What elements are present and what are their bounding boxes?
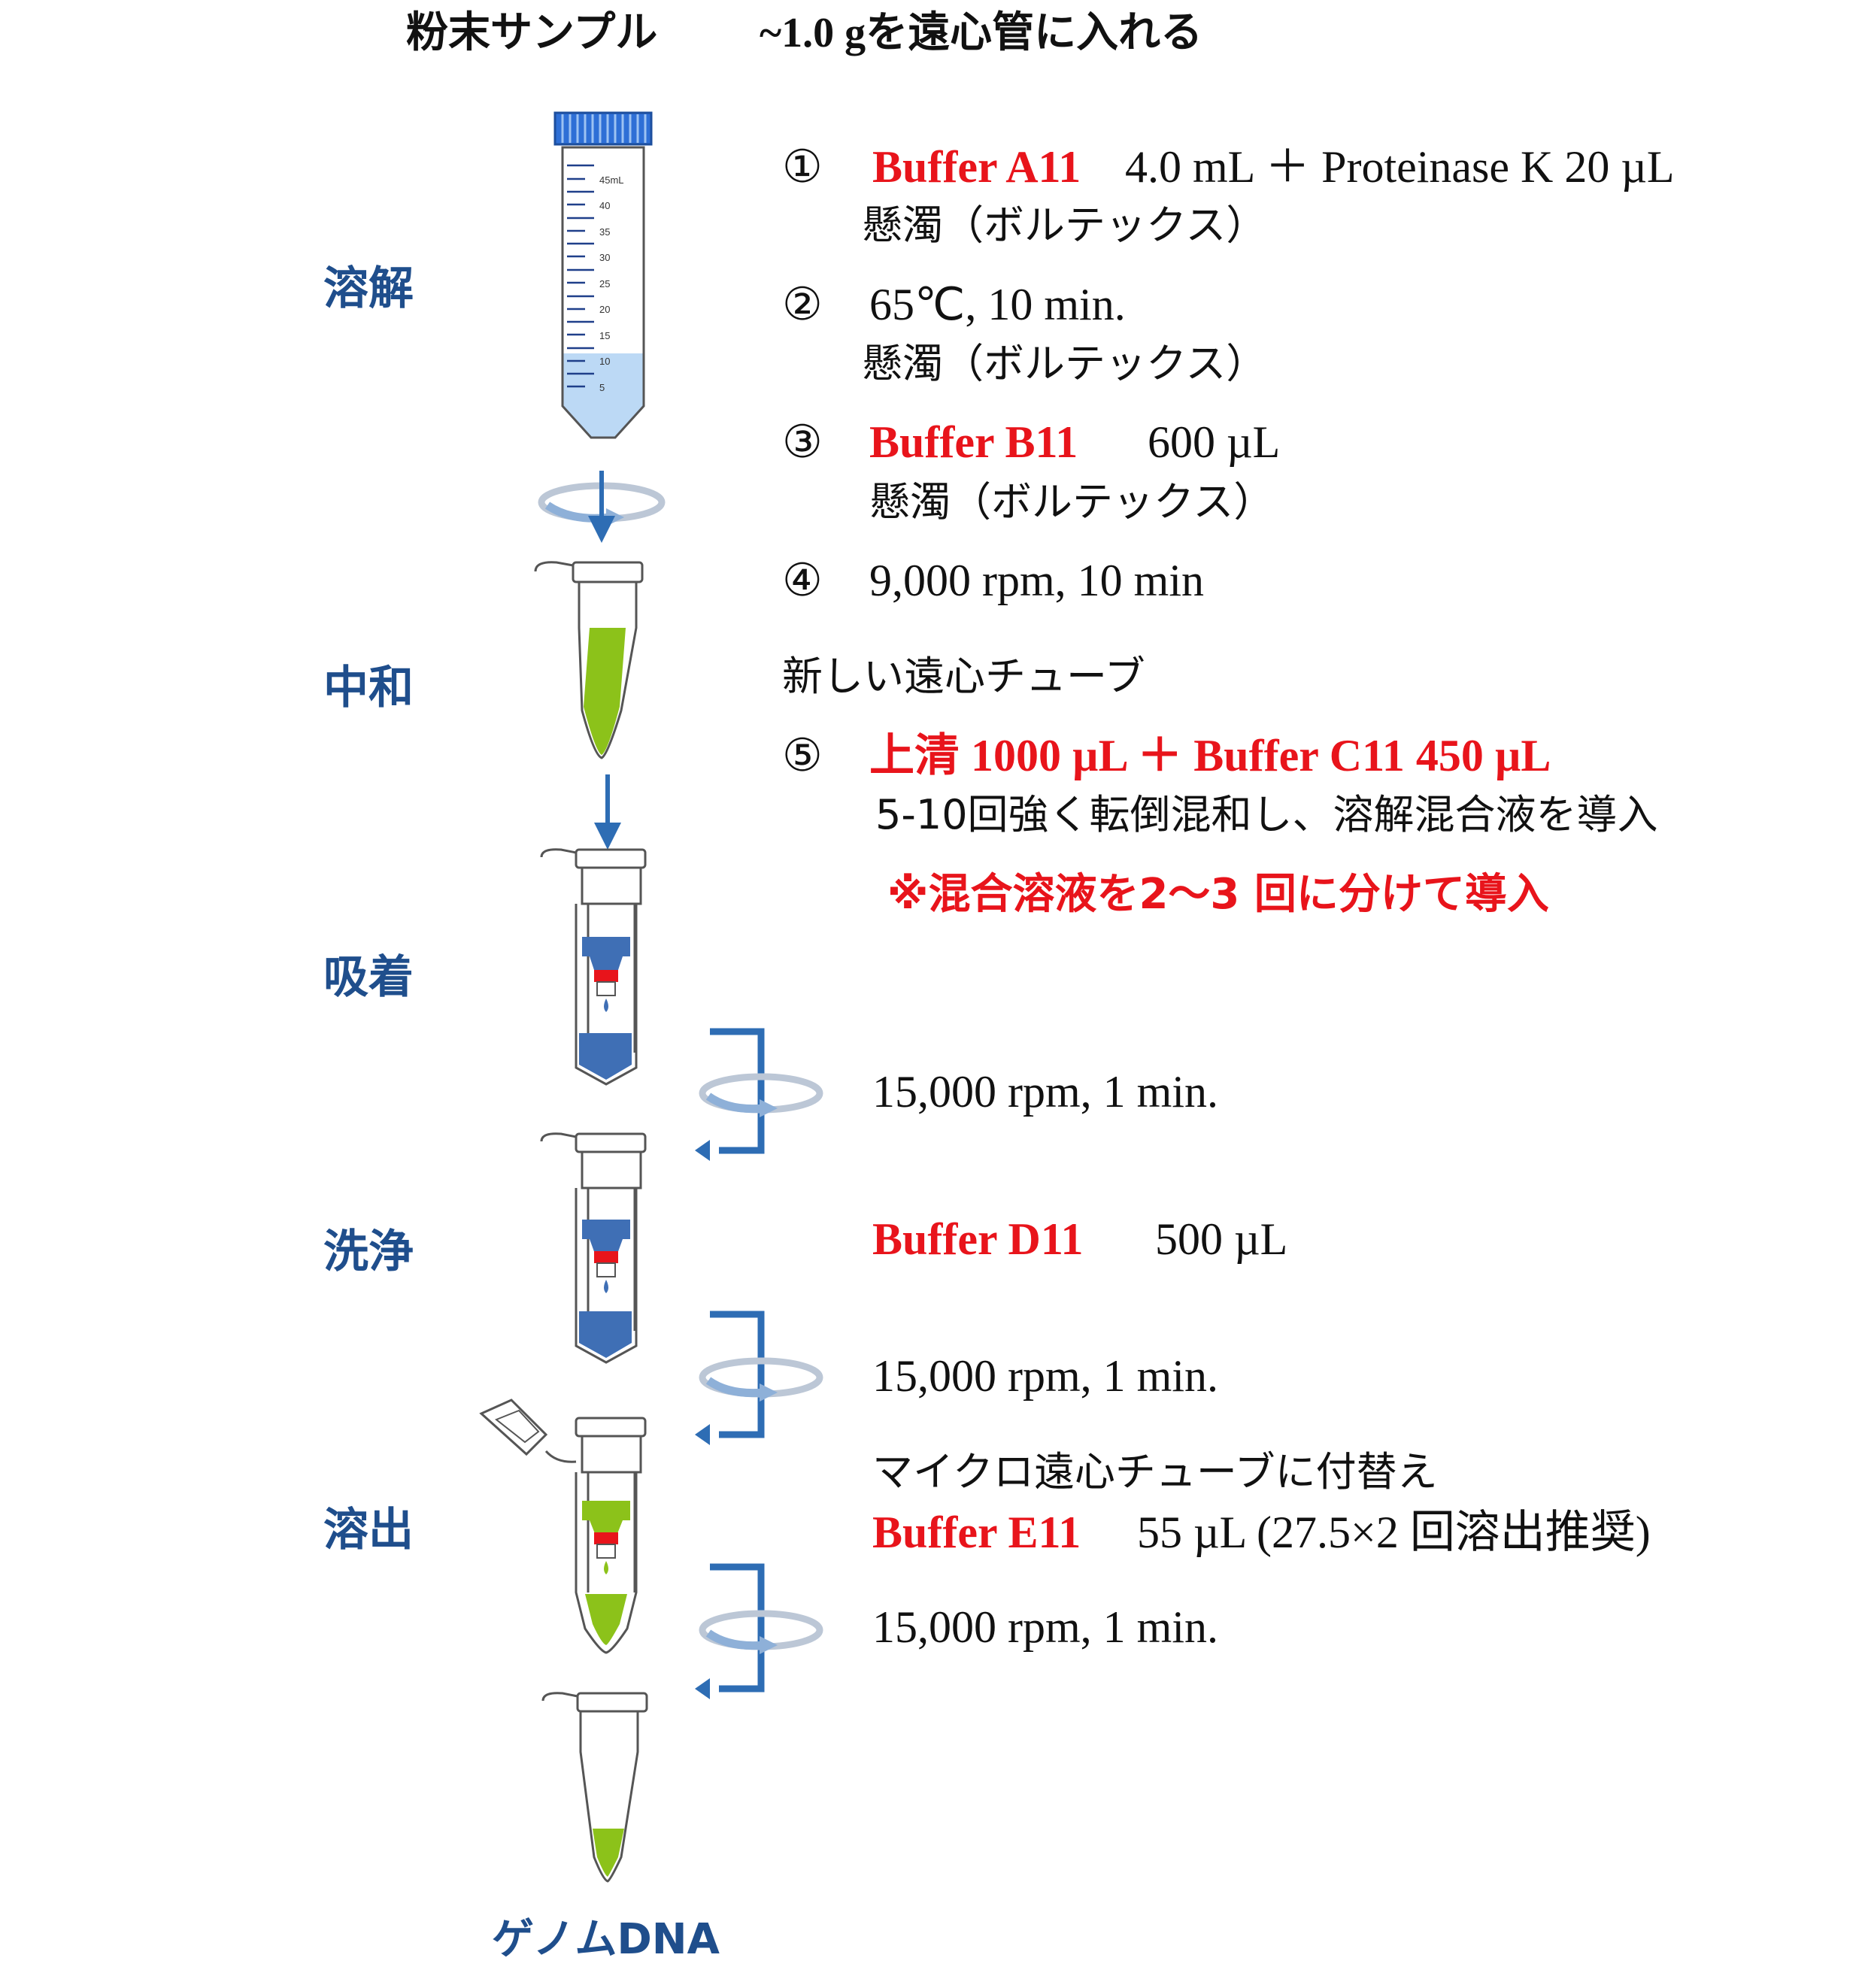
step5-note: ※混合溶液を2〜3 回に分けて導入 — [887, 870, 1549, 919]
stage-elute: 溶出 — [323, 1504, 414, 1556]
spin2-text: 15,000 rpm, 1 min. — [872, 1351, 1218, 1401]
centrifuge-bracket-arrow-icon — [695, 1311, 823, 1445]
elute-volume: 55 µL (27.5×2 回溶出推奨) — [1137, 1508, 1651, 1557]
centrifuge-bracket-arrow-icon — [695, 1028, 823, 1161]
step1-action: 懸濁（ボルテックス） — [862, 202, 1266, 249]
spin-column-icon — [540, 848, 647, 1086]
step1-number: ① — [782, 141, 823, 193]
scale-45: 45mL — [599, 174, 624, 186]
result-label: ゲノムDNA — [492, 1915, 720, 1964]
step4-number: ④ — [782, 554, 823, 607]
step2-number: ② — [782, 278, 823, 331]
elute-change: マイクロ遠心チューブに付替え — [872, 1448, 1438, 1496]
new-tube-note: 新しい遠心チューブ — [782, 653, 1145, 700]
stage-wash: 洗浄 — [323, 1226, 414, 1278]
step2-action: 懸濁（ボルテックス） — [862, 340, 1266, 387]
step3-number: ③ — [782, 416, 823, 468]
centrifuge-bracket-arrow-icon — [695, 1563, 823, 1699]
step2-detail: 65℃, 10 min. — [869, 280, 1126, 329]
scale-30: 30 — [599, 252, 610, 263]
conical-tube-icon: 45mL 40 35 30 25 20 15 10 5 — [553, 111, 653, 439]
scale-35: 35 — [599, 226, 610, 238]
step1-detail: 4.0 mL ＋ Proteinase K 20 µL — [1125, 142, 1675, 192]
step3-detail: 600 µL — [1148, 417, 1280, 467]
scale-40: 40 — [599, 200, 610, 211]
stage-neutralize: 中和 — [323, 662, 414, 714]
scale-10: 10 — [599, 356, 610, 367]
scale-15: 15 — [599, 330, 610, 341]
step5-detail: 上清 1000 µL ＋ Buffer C11 450 µL — [869, 731, 1551, 780]
scale-5: 5 — [599, 382, 605, 393]
scale-25: 25 — [599, 278, 610, 289]
step3-reagent: Buffer B11 — [869, 417, 1078, 467]
spin1-text: 15,000 rpm, 1 min. — [872, 1067, 1218, 1117]
elute-reagent: Buffer E11 — [872, 1508, 1081, 1557]
elution-column-icon — [479, 1399, 647, 1654]
step1-reagent: Buffer A11 — [872, 142, 1081, 192]
title-sample: 粉末サンプル — [406, 8, 657, 57]
wash-reagent: Buffer D11 — [872, 1214, 1084, 1264]
step3-action: 懸濁（ボルテックス） — [869, 478, 1274, 526]
title-amount: ~1.0 gを遠心管に入れる — [760, 10, 1202, 56]
scale-20: 20 — [599, 304, 610, 315]
spin3-text: 15,000 rpm, 1 min. — [872, 1602, 1218, 1652]
step5-number: ⑤ — [782, 729, 823, 782]
spin-column-icon — [540, 1132, 647, 1364]
microtube-dna-icon — [541, 1692, 648, 1883]
stage-lysis: 溶解 — [323, 262, 414, 315]
step5-action: 5-10回強く転倒混和し、溶解混合液を導入 — [875, 791, 1658, 838]
step4-detail: 9,000 rpm, 10 min — [869, 556, 1204, 605]
stage-adsorb: 吸着 — [323, 951, 414, 1004]
microtube-supernatant-icon — [534, 561, 644, 759]
wash-volume: 500 µL — [1155, 1214, 1287, 1264]
